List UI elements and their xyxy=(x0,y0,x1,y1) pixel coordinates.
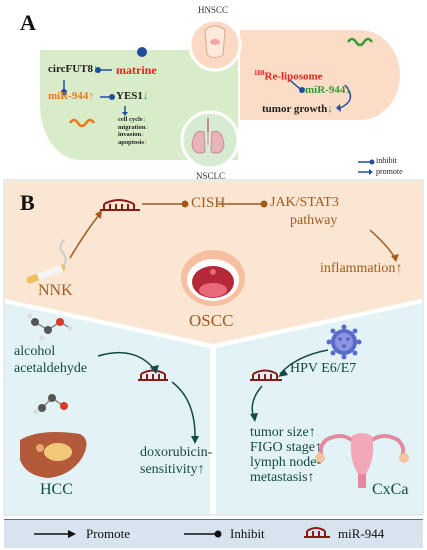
nsclc-circle xyxy=(180,110,240,170)
yes1-effects: cell cycle↓ migration↓ invasion↓ apoptos… xyxy=(118,116,149,146)
nsclc-label: NSCLC xyxy=(196,171,226,181)
oscc-label: OSCC xyxy=(189,311,234,330)
cigarette-icon xyxy=(26,239,67,284)
metastasis-label: metastasis↑ xyxy=(250,470,315,485)
pathway-label: pathway xyxy=(290,213,338,228)
alcohol-label: alcohol xyxy=(14,344,56,359)
doxorubicin-label: doxorubicin- xyxy=(140,445,213,460)
sensitivity-label: sensitivity↑ xyxy=(140,462,205,477)
throat-lesion xyxy=(210,39,220,45)
panel-a-right-box xyxy=(240,30,400,120)
cish-label: CISH xyxy=(191,195,226,211)
alcohol-molecule-icon xyxy=(27,313,73,341)
jak-stat3-label: JAK/STAT3 xyxy=(270,195,339,210)
tongue xyxy=(199,283,227,297)
panel-b-letter: B xyxy=(20,190,35,215)
matrine-label: matrine xyxy=(116,63,157,77)
mir944-left-label: miR-944↑ xyxy=(48,90,94,102)
hpv-label: HPV E6/E7 xyxy=(290,361,357,376)
tumor-growth-label: tumor growth↓ xyxy=(262,103,333,115)
legend-inhibit-label: inhibit xyxy=(376,156,397,165)
lymph-node-label: lymph node- xyxy=(250,455,322,470)
hpv-virus-icon xyxy=(326,324,362,360)
cxca-label: CxCa xyxy=(372,481,409,498)
right-lung-shape xyxy=(210,130,225,154)
tumor-size-label: tumor size↑ xyxy=(250,425,316,440)
panel-a-letter: A xyxy=(20,10,36,35)
uterus-body xyxy=(350,433,374,474)
hcc-label: HCC xyxy=(40,481,73,498)
legend-promote-label: promote xyxy=(376,167,403,176)
mirna-icon-top xyxy=(100,199,140,211)
left-lung-shape xyxy=(191,125,209,154)
acetaldehyde-label: acetaldehyde xyxy=(14,361,88,376)
mirna-icon-right xyxy=(346,37,374,47)
legend-mir944-bottom: miR-944 xyxy=(338,526,385,541)
uterus-icon xyxy=(318,434,406,457)
legend-promote-bottom: Promote xyxy=(86,526,131,541)
mirna-icon-left xyxy=(68,118,96,128)
figo-stage-label: FIGO stage↑ xyxy=(250,440,322,455)
legend-inhibit-bottom: Inhibit xyxy=(230,526,265,541)
yes1-label: YES1↓ xyxy=(116,90,149,102)
inflammation-label: inflammation↑ xyxy=(320,261,403,276)
circfut8-label: circFUT8↓ xyxy=(48,63,99,75)
mirna-icon-right-b xyxy=(250,369,282,381)
nnk-label: NNK xyxy=(38,282,73,299)
bottom-legend-symbols xyxy=(34,527,330,538)
acetaldehyde-molecule-icon xyxy=(33,394,68,415)
bottom-legend: Promote Inhibit miR-944 xyxy=(4,519,423,548)
mir944-right-label: miR-944↓ xyxy=(305,84,351,96)
hnscc-label: HNSCC xyxy=(198,5,229,15)
re-liposome-label: 188Re-liposome xyxy=(254,69,323,83)
cxca-outcomes: tumor size↑ FIGO stage↑ lymph node- meta… xyxy=(250,425,322,485)
